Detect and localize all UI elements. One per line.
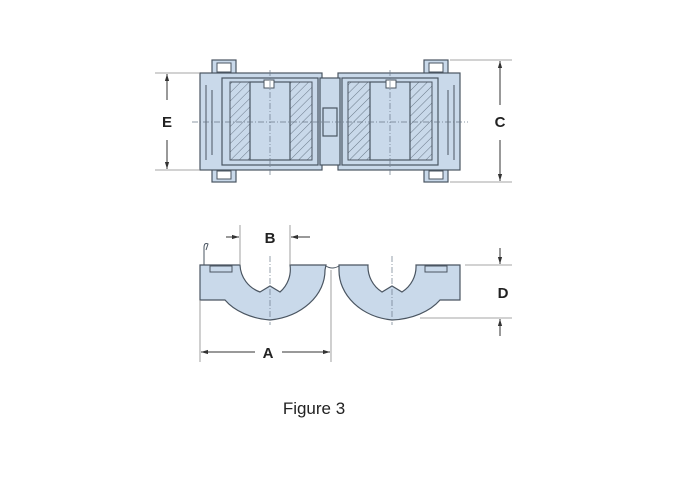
label-b: B — [265, 230, 276, 247]
label-d: D — [498, 285, 509, 302]
left-half — [199, 264, 327, 321]
label-e: E — [162, 114, 172, 131]
dimension-b: B — [226, 225, 310, 265]
label-a: A — [263, 345, 274, 362]
label-c: C — [495, 114, 506, 131]
right-half — [338, 264, 461, 321]
dimension-a: A — [199, 270, 332, 362]
dimension-e: E — [155, 72, 200, 171]
dimension-c: C — [450, 59, 512, 183]
top-view — [192, 59, 468, 183]
dimension-d: D — [420, 248, 512, 336]
side-view — [199, 243, 461, 325]
figure-caption: Figure 3 — [283, 399, 345, 418]
